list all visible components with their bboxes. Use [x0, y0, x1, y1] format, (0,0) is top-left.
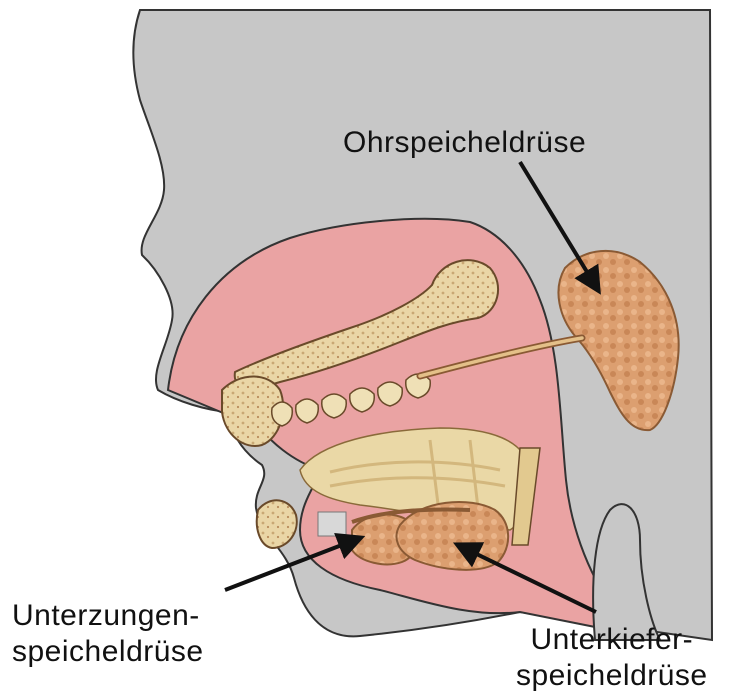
- sublingual-label-line2: speicheldrüse: [12, 634, 204, 670]
- submandibular-label: Unterkiefer- speicheldrüse: [516, 622, 708, 694]
- submandibular-label-line2: speicheldrüse: [516, 658, 708, 694]
- sublingual-label: Unterzungen- speicheldrüse: [12, 598, 204, 670]
- sublingual-label-line1: Unterzungen-: [12, 598, 204, 634]
- parotid-label: Ohrspeicheldrüse: [343, 125, 586, 161]
- lower-tooth: [318, 512, 346, 536]
- submandibular-label-line1: Unterkiefer-: [516, 622, 708, 658]
